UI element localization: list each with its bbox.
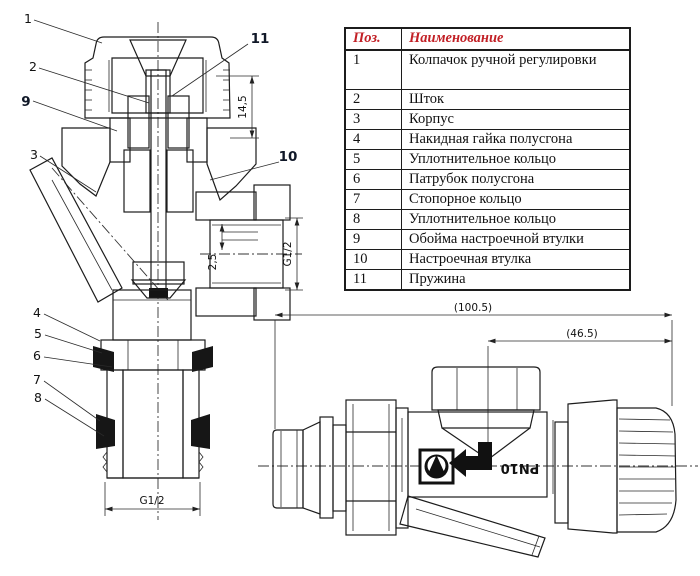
dim-46-5: (46.5) (566, 328, 598, 340)
dim-2-5: 2,5 (207, 254, 219, 271)
valve-body (29, 127, 257, 303)
callout-9: 9 (21, 94, 30, 110)
section-view-drawing: 14,5 2,5 G1/2 G1/2 1 2 9 3 4 5 6 7 8 (21, 11, 303, 520)
table-row: 6 Патрубок полусгона (344, 169, 631, 190)
dim-100-5: (100.5) (454, 302, 492, 314)
callout-6: 6 (33, 348, 41, 363)
col-header-pos: Поз. (344, 27, 402, 51)
table-row: 3 Корпус (344, 109, 631, 130)
drain-spout (399, 495, 546, 558)
callout-3: 3 (30, 147, 38, 162)
lock-ring-left (96, 414, 115, 449)
callout-8: 8 (34, 390, 42, 405)
brand-logo-glyph (427, 455, 446, 475)
col-header-name: Наименование (401, 27, 631, 51)
parts-table: Поз. Наименование 1 Колпачок ручной регу… (344, 27, 631, 291)
table-row: 11 Пружина (344, 269, 631, 290)
flow-marking: PN10 (418, 442, 540, 485)
table-row: 4 Накидная гайка полусгона (344, 129, 631, 150)
bottom-tailpiece (93, 289, 213, 479)
callout-5: 5 (34, 326, 42, 341)
spring-part (127, 95, 190, 149)
dim-14-5: 14,5 (237, 95, 249, 118)
table-row: 5 Уплотнительное кольцо (344, 149, 631, 170)
side-view-drawing: (100.5) (46.5) (258, 302, 698, 558)
dim-bottom-thread: G1/2 (104, 482, 201, 516)
dim-cap-height: 14,5 (216, 75, 259, 139)
flow-arrow-icon (449, 442, 492, 477)
callout-10: 10 (279, 149, 298, 165)
table-row: 9 Обойма настроечной втулки (344, 229, 631, 250)
seal-ring-left (93, 346, 114, 372)
table-header-row: Поз. Наименование (344, 27, 631, 51)
table-row: 1 Колпачок ручной регулировки (344, 49, 631, 90)
dim-overall: (100.5) (274, 302, 673, 429)
table-row: 2 Шток (344, 89, 631, 110)
table-row: 8 Уплотнительное кольцо (344, 209, 631, 230)
pn10-label: PN10 (501, 460, 540, 475)
table-row: 7 Стопорное кольцо (344, 189, 631, 210)
callout-leaders (32, 19, 280, 437)
right-port (195, 184, 291, 321)
seal-ring-right (192, 346, 213, 372)
left-union-assembly (272, 399, 409, 536)
dim-lift: 2,5 (207, 224, 225, 271)
dim-axis: (46.5) (487, 328, 672, 460)
cap-ribs (85, 60, 230, 112)
inlet-centerline (51, 167, 169, 301)
callout-1: 1 (24, 11, 32, 26)
callout-7: 7 (33, 372, 41, 387)
setting-cap-assembly (554, 399, 677, 534)
dim-g12-bottom: G1/2 (139, 495, 164, 507)
bushing-parts (109, 117, 208, 285)
callout-4: 4 (33, 305, 41, 320)
stem-part (149, 69, 168, 298)
dim-side-thread: G1/2 (282, 217, 303, 291)
callout-11: 11 (251, 31, 270, 47)
callout-2: 2 (29, 59, 37, 74)
knurling-lines (618, 418, 677, 516)
lock-ring-right (191, 414, 210, 449)
table-row: 10 Настроечная втулка (344, 249, 631, 270)
dim-g12-side: G1/2 (282, 241, 294, 266)
cap-part (84, 36, 231, 119)
